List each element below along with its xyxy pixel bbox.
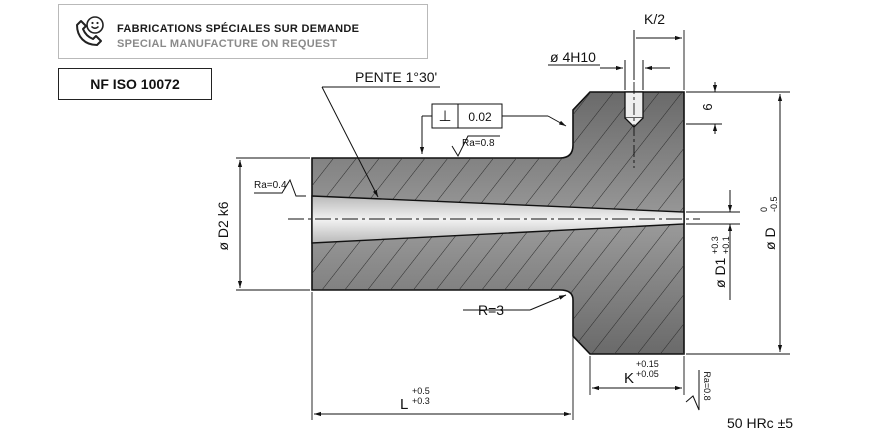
perpendicularity-value: 0.02 [468,110,492,124]
d1-dimension: ø D1 +0.3 +0.1 [710,236,731,288]
hardness-label: 50 HRc ±5 [727,415,793,431]
d1-tol-upper: +0.3 [710,236,720,254]
d-tol-upper: 0 [759,207,769,212]
k-tol-lower: +0.05 [636,369,659,379]
d2-dimension: ø D2 k6 [215,201,231,250]
l-tol-lower: +0.3 [412,396,430,406]
hole-dimension: ø 4H10 [550,49,596,65]
standard-label: NF ISO 10072 [58,68,212,100]
phone-smiley-icon [76,16,104,46]
d-dimension: ø D 0 -0.5 [759,196,779,250]
part-section [311,91,685,355]
d-tol-lower: -0.5 [769,196,779,212]
k-tol-upper: +0.15 [636,359,659,369]
taper-label: PENTE 1°30' [355,69,437,85]
banner-title-fr: FABRICATIONS SPÉCIALES SUR DEMANDE [117,23,360,35]
banner-title-en: SPECIAL MANUFACTURE ON REQUEST [117,38,338,50]
d1-tol-lower: +0.1 [721,236,731,254]
k-label: K [624,370,634,387]
d-label: ø D [762,227,778,250]
k-half-dimension: K/2 [644,11,665,27]
l-tol-upper: +0.5 [412,386,430,396]
perpendicularity-frame: ⊥ 0.02 [431,103,503,129]
l-dimension: L +0.5 +0.3 [400,386,430,413]
d1-label: ø D1 [712,257,728,288]
perpendicularity-symbol: ⊥ [438,108,451,125]
roughness-face: Ra=0.8 [702,371,712,400]
l-label: L [400,396,408,413]
k-dimension: K +0.15 +0.05 [624,359,659,387]
contact-banner: FABRICATIONS SPÉCIALES SUR DEMANDE SPECI… [58,4,428,59]
depth-dimension: 6 [700,103,715,110]
radius-label: R=3 [478,302,504,318]
roughness-top: Ra=0.8 [462,138,495,149]
roughness-bore: Ra=0.4 [254,180,287,191]
